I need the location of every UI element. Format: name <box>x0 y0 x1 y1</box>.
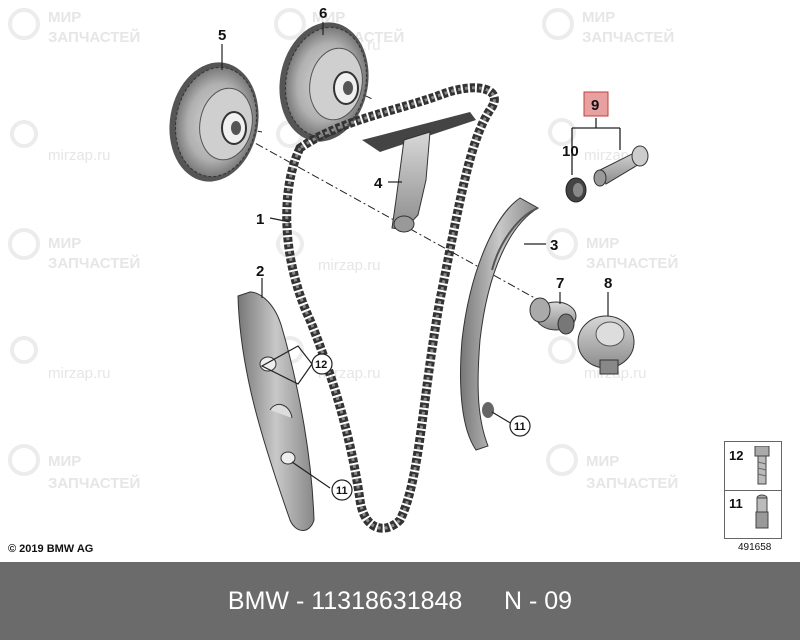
sealing-ring <box>565 177 587 203</box>
position-code: N - 09 <box>504 587 573 615</box>
leader-lines <box>221 22 609 489</box>
watermark-logo-5: МИР ЗАПЧАСТЕЙ <box>546 228 678 272</box>
timing-chain <box>282 83 499 533</box>
reference-number-11: 11 <box>729 496 743 511</box>
axis-lines <box>227 87 561 313</box>
part-number: 11318631848 <box>311 587 463 615</box>
svg-text:МИР: МИР <box>586 235 619 252</box>
chain-tensioner <box>529 297 577 335</box>
callout-7: 7 <box>556 275 564 292</box>
callout-3: 3 <box>550 237 558 254</box>
tensioner-bolt <box>593 145 649 187</box>
svg-text:МИР: МИР <box>586 453 619 470</box>
chain-guide-bracket <box>362 112 476 233</box>
callout-4: 4 <box>374 175 383 192</box>
callout-9: 9 <box>591 97 599 114</box>
watermark-domain-5: mirzap.ru <box>10 336 111 382</box>
callout-11-circle-b <box>331 479 353 501</box>
watermark-logo-8: МИР ЗАПЧАСТЕЙ <box>546 444 678 492</box>
brand-name: BMW <box>227 587 289 615</box>
camshaft-sprocket-left <box>169 62 259 182</box>
pin-bolt-icon <box>755 494 769 529</box>
callout-12-circle <box>311 353 333 375</box>
svg-text:ЗАПЧАСТЕЙ: ЗАПЧАСТЕЙ <box>48 254 140 272</box>
callout-8: 8 <box>604 275 612 292</box>
svg-text:mirzap.ru: mirzap.ru <box>318 257 381 274</box>
watermark-logo-1: МИР ЗАПЧАСТЕЙ <box>8 8 140 46</box>
callout-11-circle-a <box>509 415 531 437</box>
callout-2: 2 <box>256 263 264 280</box>
part-separator: - <box>289 587 312 615</box>
fastener-reference-box: 12 11 <box>724 441 782 539</box>
part-line: BMW - 11318631848 N - 09 <box>0 562 800 640</box>
highlight-box-9 <box>583 91 609 117</box>
watermark-domain-1: mirzap.ru <box>10 120 111 164</box>
diagram-canvas: МИР ЗАПЧАСТЕЙ МИР ЗАПЧАСТЕЙ МИР ЗАПЧАСТЕ… <box>8 5 782 555</box>
hex-bolt-icon <box>754 446 770 485</box>
watermark-logo-4: МИР ЗАПЧАСТЕЙ <box>8 228 140 272</box>
svg-text:МИР: МИР <box>582 9 615 26</box>
callout-11-a: 11 <box>514 421 526 433</box>
callout-1: 1 <box>256 211 264 228</box>
tensioner-rail <box>237 291 315 531</box>
svg-text:mirzap.ru: mirzap.ru <box>48 147 111 164</box>
callout-5: 5 <box>218 27 226 44</box>
watermark-logo-3: МИР ЗАПЧАСТЕЙ <box>542 8 674 46</box>
watermark-logo-6: МИР ЗАПЧАСТЕЙ <box>8 444 140 492</box>
timing-chain-diagram: МИР ЗАПЧАСТЕЙ МИР ЗАПЧАСТЕЙ МИР ЗАПЧАСТЕ… <box>8 5 678 533</box>
svg-text:ЗАПЧАСТЕЙ: ЗАПЧАСТЕЙ <box>586 474 678 492</box>
svg-text:МИР: МИР <box>48 453 81 470</box>
part-number-bar: BMW - 11318631848 N - 09 <box>0 562 800 640</box>
slide-rail <box>460 197 539 451</box>
reference-row-12: 12 <box>725 442 781 491</box>
svg-text:mirzap.ru: mirzap.ru <box>48 365 111 382</box>
svg-text:ЗАПЧАСТЕЙ: ЗАПЧАСТЕЙ <box>582 28 674 46</box>
sealing-cap <box>577 315 635 375</box>
callout-11-b: 11 <box>336 485 348 497</box>
callout-10: 10 <box>562 143 579 160</box>
camshaft-sprocket-right <box>279 22 369 142</box>
svg-text:МИР: МИР <box>48 9 81 26</box>
illustration-number: 491658 <box>738 542 772 553</box>
copyright-notice: © 2019 BMW AG <box>8 543 94 555</box>
callout-labels: 5 6 1 2 3 4 7 8 9 10 12 11 11 <box>218 5 612 501</box>
callout-12: 12 <box>315 359 327 371</box>
callout-6: 6 <box>319 5 327 22</box>
reference-row-11: 11 <box>725 490 781 538</box>
svg-text:МИР: МИР <box>312 9 345 26</box>
svg-text:МИР: МИР <box>48 235 81 252</box>
svg-text:ЗАПЧАСТЕЙ: ЗАПЧАСТЕЙ <box>586 254 678 272</box>
svg-text:ЗАПЧАСТЕЙ: ЗАПЧАСТЕЙ <box>48 474 140 492</box>
reference-number-12: 12 <box>729 448 744 463</box>
callout-bracket-9 <box>571 118 621 175</box>
svg-text:ЗАПЧАСТЕЙ: ЗАПЧАСТЕЙ <box>48 28 140 46</box>
